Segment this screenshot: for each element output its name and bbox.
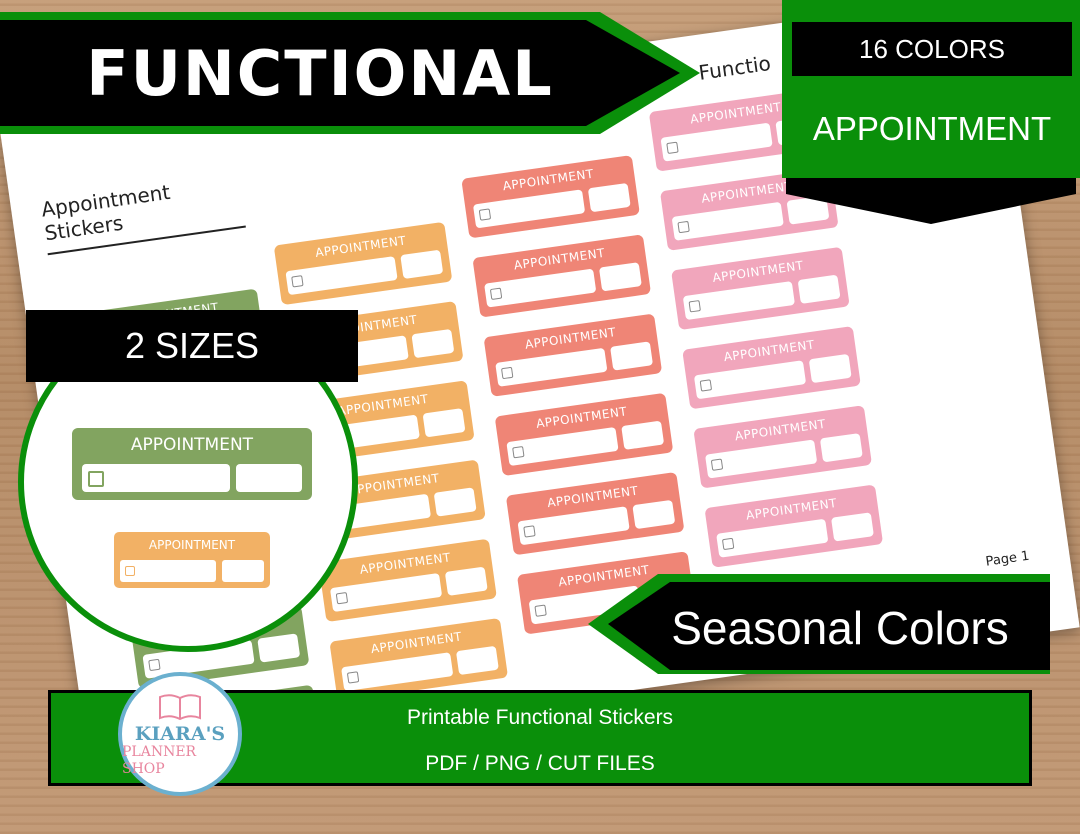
sheet-sticker-time-field	[257, 633, 301, 663]
sheet-sticker: APPOINTMENT	[494, 392, 674, 477]
checkbox-icon	[291, 275, 304, 288]
sheet-sticker-time-field	[455, 645, 499, 676]
checkbox-icon	[335, 591, 349, 605]
sticker-type: APPOINTMENT	[812, 110, 1052, 147]
sheet-sticker-time-field	[400, 249, 444, 279]
sheet-sticker: APPOINTMENT	[693, 405, 873, 489]
sheet-sticker: APPOINTMENT	[329, 617, 509, 702]
small-sticker-label: APPOINTMENT	[148, 538, 236, 552]
seasonal-banner	[588, 574, 1050, 674]
checkbox-icon	[500, 366, 514, 380]
sheet-sticker-time-field	[610, 341, 654, 371]
sizes-label: 2 SIZES	[26, 310, 358, 382]
small-sticker-sample: APPOINTMENT	[114, 532, 270, 588]
book-icon	[159, 693, 201, 720]
sheet-sticker: APPOINTMENT	[682, 325, 861, 410]
footer-line-2: PDF / PNG / CUT FILES	[425, 752, 655, 775]
title-banner	[0, 12, 700, 134]
large-sticker-field	[82, 464, 230, 492]
sheet-title: Appointment Stickers	[39, 170, 246, 256]
sheet-header: Functio	[697, 50, 773, 85]
checkbox-icon	[534, 604, 547, 617]
sheet-sticker: APPOINTMENT	[472, 234, 652, 318]
sheet-sticker: APPOINTMENT	[318, 538, 497, 623]
checkbox-icon	[721, 537, 735, 551]
sheet-sticker-time-field	[808, 353, 852, 384]
sheet-sticker: APPOINTMENT	[461, 155, 640, 239]
sheet-sticker: APPOINTMENT	[704, 484, 884, 568]
sheet-sticker-time-field	[587, 182, 631, 213]
shop-logo: KIARA'S PLANNER SHOP	[118, 672, 242, 796]
colors-count: 16 COLORS	[859, 33, 1005, 64]
checkbox-icon	[699, 379, 713, 392]
sheet-sticker-time-field	[831, 512, 874, 542]
sheet-sticker: APPOINTMENT	[505, 471, 685, 556]
checkbox-icon	[710, 458, 724, 471]
sheet-sticker-time-field	[632, 499, 676, 530]
checkbox-icon	[148, 658, 161, 672]
checkbox-icon	[688, 300, 701, 313]
sheet-sticker: APPOINTMENT	[483, 313, 663, 397]
checkbox-icon	[478, 208, 492, 221]
seasonal-text: Seasonal Colors	[671, 602, 1009, 654]
logo-subtitle: PLANNER SHOP	[122, 743, 197, 777]
checkbox-icon	[125, 566, 135, 576]
colors-badge	[782, 0, 1080, 224]
checkbox-icon	[677, 220, 690, 234]
small-sticker-field	[120, 560, 216, 582]
sheet-sticker: APPOINTMENT	[671, 246, 850, 331]
page-number: Page 1	[984, 548, 1031, 570]
footer-line-1: Printable Functional Stickers	[406, 706, 674, 729]
sheet-sticker-time-field	[621, 420, 665, 450]
checkbox-icon	[523, 525, 536, 538]
checkbox-icon	[88, 471, 104, 487]
large-sticker-sample: APPOINTMENT	[72, 428, 312, 500]
sheet-sticker-time-field	[422, 408, 466, 438]
checkbox-icon	[346, 671, 360, 684]
sheet-sticker-time-field	[433, 487, 477, 517]
small-sticker-time-field	[222, 560, 264, 582]
checkbox-icon	[489, 287, 503, 300]
checkbox-icon	[666, 141, 679, 155]
title-text: FUNCTIONAL	[86, 36, 554, 110]
sheet-sticker-time-field	[598, 262, 642, 292]
sheet-sticker-time-field	[819, 433, 863, 463]
sheet-sticker-time-field	[797, 274, 841, 304]
sheet-sticker: APPOINTMENT	[273, 221, 453, 306]
sheet-sticker-time-field	[411, 328, 455, 359]
checkbox-icon	[512, 446, 525, 459]
sheet-sticker-time-field	[444, 566, 488, 596]
large-sticker-time-field	[236, 464, 302, 492]
logo-name: KIARA'S	[134, 722, 226, 745]
large-sticker-label: APPOINTMENT	[130, 435, 254, 455]
